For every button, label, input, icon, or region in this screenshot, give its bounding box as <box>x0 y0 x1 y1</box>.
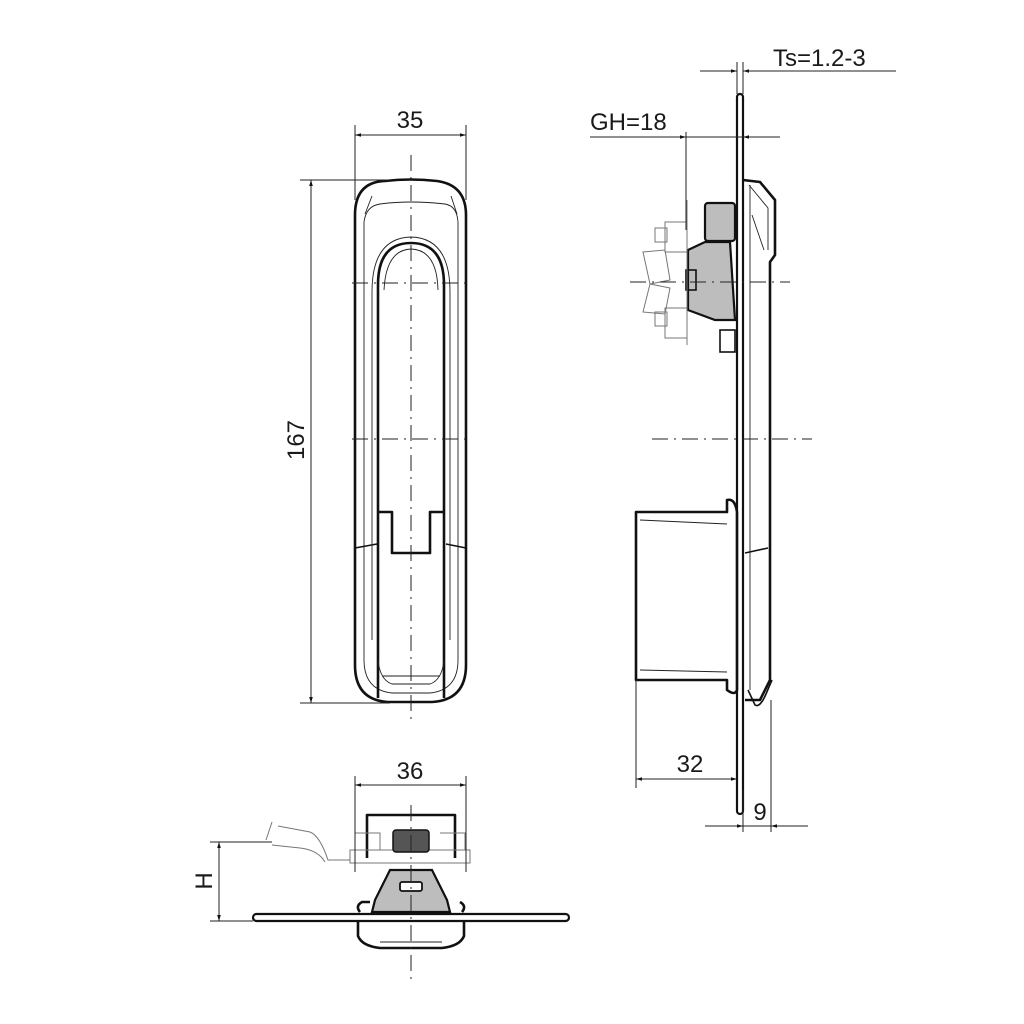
front-view: 35 167 <box>283 107 470 720</box>
dim-rear-depth: 32 <box>677 751 704 778</box>
bottom-view: 36 H <box>191 758 571 985</box>
lever-outline <box>376 241 446 698</box>
dim-bottom-height: H <box>191 872 218 889</box>
dim-grip-height: GH=18 <box>590 109 667 136</box>
lock-nut <box>703 201 737 243</box>
bezel-profile <box>742 178 777 702</box>
dim-bottom-width: 36 <box>397 758 424 785</box>
side-view: Ts=1.2-3 GH=18 32 9 <box>590 45 896 832</box>
lock-body-grey <box>686 240 737 322</box>
cam-ghost <box>642 200 688 345</box>
dim-front-width: 35 <box>397 107 424 134</box>
dim-front-depth: 9 <box>753 799 766 826</box>
panel-plate <box>735 92 745 816</box>
handle-inner-rim <box>363 201 459 694</box>
dim-front-height: 167 <box>283 420 310 460</box>
handle-outer-outline <box>353 178 468 704</box>
dim-panel-thickness: Ts=1.2-3 <box>773 45 866 72</box>
rear-housing <box>634 498 739 695</box>
